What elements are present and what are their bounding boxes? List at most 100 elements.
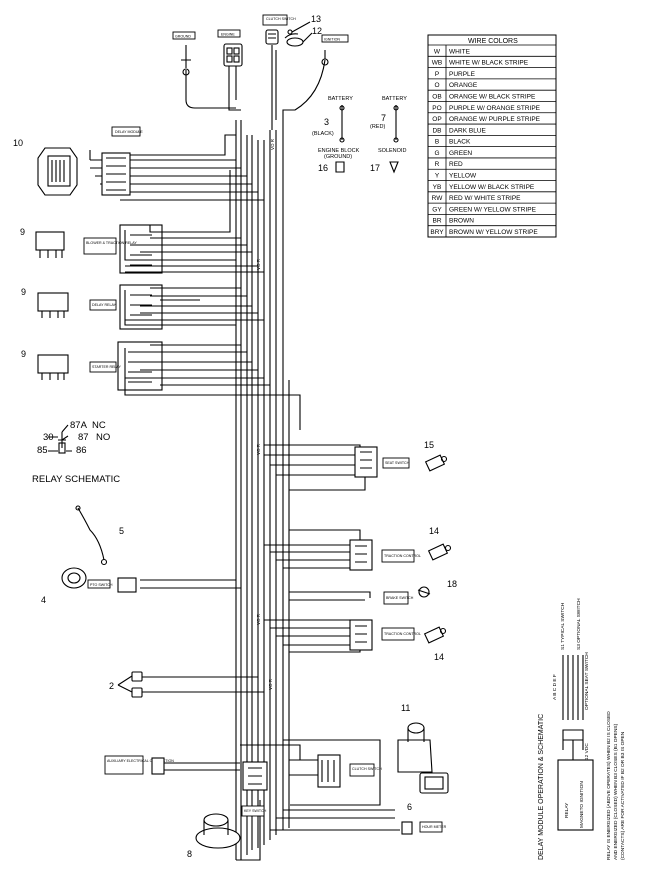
pto-switch-tag: PTO SWITCH <box>90 583 113 587</box>
wire-color-code: PO <box>432 105 441 112</box>
starter-relay: STARTER RELAY <box>89 341 163 391</box>
key-switch-tag: KEY SWITCH <box>244 809 267 813</box>
callout-5: 5 <box>119 526 124 536</box>
delay-note-3: (CONTACTS) ARE FOR ACTIVATED IF B2 OR B3… <box>620 731 626 860</box>
clutch-switch-top: CLUTCH SWITCH <box>262 14 296 45</box>
key-switch: KEY SWITCH <box>241 761 268 817</box>
wire-color-name: ORANGE <box>449 82 478 89</box>
sensor-14a <box>427 543 452 561</box>
wire-color-code: DB <box>432 127 441 134</box>
trunk-wire-labels: VO R VO R VO R VO R VO R <box>256 138 275 690</box>
ground-line2: (GROUND) <box>324 154 352 160</box>
aux-tag: AUXILIARY ELECTRICAL CONNECTION <box>107 759 174 763</box>
clutch-switch2-tag: CLUTCH SWITCH <box>352 767 382 771</box>
callout-7: 7 <box>381 113 386 123</box>
delay-note-2: AND ENERGIZED (CLOSED) WHEN B3 CLOSES (B… <box>613 723 619 860</box>
hour-meter-tag: HOUR METER <box>422 825 447 829</box>
callout-15: 15 <box>424 440 434 450</box>
wire-color-name: RED <box>449 161 463 168</box>
battery-left-label: BATTERY <box>328 96 353 102</box>
wire-color-name: GREEN <box>449 150 472 157</box>
blower-relay: BLOWER & TRACTION RELAY <box>83 224 163 274</box>
delay-relay-tag: DELAY RELAY <box>92 303 117 307</box>
ground-line1: ENGINE BLOCK <box>318 148 360 154</box>
callout-10: 10 <box>13 138 23 148</box>
callout-9c: 9 <box>21 349 26 359</box>
delay-module-title: DELAY MODULE OPERATION & SCHEMATIC <box>538 714 545 860</box>
sensor-15 <box>424 454 448 472</box>
traction-control-1: TRACTION CONTROL <box>349 539 421 571</box>
delay-note-1: RELAY IS ENERGIZED (ABOVE OPERATES) WHEN… <box>606 711 612 860</box>
callout-6: 6 <box>407 802 412 812</box>
wire-color-code: B <box>435 139 439 146</box>
wire-color-code: OB <box>432 93 441 100</box>
callout-2: 2 <box>109 681 114 691</box>
delay-module-connector <box>37 147 78 196</box>
callout-13: 13 <box>311 14 321 24</box>
no-label: NO <box>96 432 110 443</box>
component-8 <box>195 813 241 849</box>
callout-12: 12 <box>312 26 322 36</box>
wire-color-name: WHITE W/ BLACK STRIPE <box>449 60 529 67</box>
callout-11: 11 <box>401 703 410 713</box>
wire-color-code: WB <box>432 60 442 67</box>
battery-right-wire: (RED) <box>370 124 385 130</box>
wire-color-name: ORANGE W/ PURPLE STRIPE <box>449 116 541 123</box>
pin-87: 87 <box>78 432 89 443</box>
relay-schematic: 87A NC 87 NO 30 85 86 RELAY SCHEMATIC <box>32 420 120 485</box>
wire-color-code: Y <box>435 173 440 180</box>
wire-color-code: YB <box>433 184 442 191</box>
cable-5 <box>75 505 108 566</box>
pin-85: 85 <box>37 445 48 456</box>
seat-switch: SEAT SWITCH <box>354 446 410 478</box>
wire-color-name: DARK BLUE <box>449 127 487 134</box>
hour-meter: HOUR METER <box>401 821 447 835</box>
clutch-switch-bottom: CLUTCH SWITCH <box>317 754 382 788</box>
wire-color-code: RW <box>432 195 444 202</box>
starter-relay-tag: STARTER RELAY <box>92 365 122 369</box>
relay-icon-2 <box>37 292 69 318</box>
wire-color-name: WHITE <box>449 48 471 55</box>
wire-label: VO R <box>270 138 275 150</box>
wire-label: VO R <box>256 613 261 625</box>
wire-color-name: PURPLE W/ ORANGE STRIPE <box>449 105 541 112</box>
wire-color-name: RED W/ WHITE STRIPE <box>449 195 521 202</box>
callout-14a: 14 <box>429 526 439 536</box>
wire-label: VO R <box>268 678 273 690</box>
brake-switch: BRAKE SWITCH <box>383 591 414 605</box>
wire-color-name: YELLOW <box>449 173 477 180</box>
relay-icon-1 <box>35 231 65 258</box>
pto-switch: PTO SWITCH <box>61 567 137 593</box>
clutch-switch-tag: CLUTCH SWITCH <box>266 17 296 21</box>
wire-color-name: ORANGE W/ BLACK STRIPE <box>449 93 536 100</box>
nc-label: NC <box>92 420 106 431</box>
blower-relay-tag: BLOWER & TRACTION RELAY <box>86 241 137 245</box>
delay-s3-label: S3 OPTIONAL SWITCH <box>576 598 582 650</box>
traction-control2-tag: TRACTION CONTROL <box>384 632 421 636</box>
aux-connection: AUXILIARY ELECTRICAL CONNECTION <box>104 755 174 775</box>
callout-3: 3 <box>324 117 329 127</box>
ignition-connector: IGNITION <box>321 34 349 66</box>
relay-schematic-title: RELAY SCHEMATIC <box>32 474 120 485</box>
ground-connector: GROUND <box>172 31 196 76</box>
callout-9b: 9 <box>21 287 26 297</box>
wire-label: VO R <box>256 443 261 455</box>
engine-tag: ENGINE <box>221 33 235 37</box>
component-6 <box>419 772 449 794</box>
callout-18: 18 <box>447 579 457 589</box>
wire-color-code: R <box>435 161 440 168</box>
connector-12-13 <box>284 21 313 47</box>
wire-color-name: PURPLE <box>449 71 476 78</box>
traction-control-tag: TRACTION CONTROL <box>384 554 421 558</box>
pin-86: 86 <box>76 445 87 456</box>
pin-87a: 87A <box>70 420 88 431</box>
delay-module: DELAY MODULE <box>101 126 143 196</box>
brake-switch-tag: BRAKE SWITCH <box>386 596 414 600</box>
wire-color-code: P <box>435 71 439 78</box>
delay-s1-label: S1 TYPICAL SWITCH <box>560 602 566 650</box>
ignition-tag: IGNITION <box>324 38 340 42</box>
wire-color-code: G <box>434 150 439 157</box>
callout-17: 17 <box>370 163 380 173</box>
connectors-2 <box>117 671 143 698</box>
